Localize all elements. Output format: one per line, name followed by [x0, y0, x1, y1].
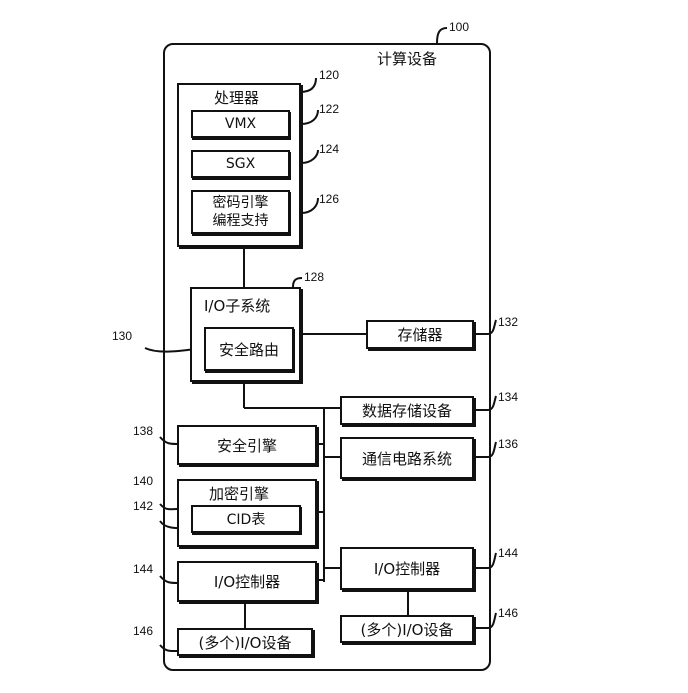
secure-route-label: 安全路由 [218, 340, 279, 359]
io-controller-left-label: I/O控制器 [213, 573, 281, 591]
io-subsystem-box[interactable]: I/O子系统 安全路由 [190, 287, 301, 382]
io-devices-left-box[interactable]: (多个)I/O设备 [177, 628, 313, 656]
ref-132: 132 [498, 315, 519, 329]
ref-142: 142 [133, 499, 154, 513]
io-subsystem-title: I/O子系统 [204, 297, 271, 315]
ref-120: 120 [319, 68, 340, 82]
ref-146-right: 146 [498, 606, 519, 620]
comm-circuitry-box[interactable]: 通信电路系统 [340, 437, 474, 479]
ref-122: 122 [319, 102, 340, 116]
cid-table-label: CID表 [226, 512, 266, 528]
vmx-box[interactable]: VMX [191, 110, 290, 138]
data-storage-box[interactable]: 数据存储设备 [340, 396, 474, 425]
secure-route-box[interactable]: 安全路由 [204, 327, 294, 371]
ref-134: 134 [498, 390, 519, 404]
vmx-label: VMX [224, 116, 257, 132]
ref-138: 138 [133, 424, 154, 438]
processor-box[interactable]: 处理器 VMX SGX 密码引擎 编程支持 [177, 83, 301, 247]
ref-146-left: 146 [133, 624, 154, 638]
data-storage-label: 数据存储设备 [361, 402, 452, 420]
security-engine-label: 安全引擎 [216, 436, 277, 455]
crypto-engine-title: 加密引擎 [209, 485, 270, 503]
security-engine-box[interactable]: 安全引擎 [177, 425, 317, 465]
ref-100: 100 [449, 20, 470, 34]
memory-box[interactable]: 存储器 [366, 320, 474, 349]
ref-126: 126 [319, 192, 340, 206]
ref-128: 128 [304, 270, 325, 284]
ref-144-right: 144 [498, 546, 519, 560]
ref-136: 136 [498, 437, 519, 451]
crypto-support-box[interactable]: 密码引擎 编程支持 [191, 190, 290, 234]
ref-144-left: 144 [133, 562, 154, 576]
ref-130: 130 [112, 329, 133, 343]
ref-124: 124 [319, 142, 340, 156]
crypto-support-line1: 密码引擎 [212, 195, 269, 211]
io-devices-right-label: (多个)I/O设备 [360, 620, 454, 639]
ref-140: 140 [133, 474, 154, 488]
sgx-box[interactable]: SGX [191, 150, 290, 178]
crypto-support-line2: 编程支持 [212, 213, 269, 229]
crypto-engine-box[interactable]: 加密引擎 CID表 [177, 479, 317, 547]
cid-table-box[interactable]: CID表 [191, 505, 301, 533]
io-devices-left-label: (多个)I/O设备 [198, 633, 292, 652]
comm-circuitry-label: 通信电路系统 [361, 449, 452, 468]
io-controller-left-box[interactable]: I/O控制器 [177, 561, 317, 602]
device-title: 计算设备 [377, 50, 438, 68]
io-controller-right-box[interactable]: I/O控制器 [340, 547, 474, 590]
processor-title: 处理器 [214, 89, 260, 107]
io-controller-right-label: I/O控制器 [373, 560, 441, 578]
computing-device-frame [163, 43, 491, 671]
sgx-label: SGX [225, 156, 256, 172]
memory-label: 存储器 [397, 326, 443, 344]
io-devices-right-box[interactable]: (多个)I/O设备 [340, 615, 474, 643]
